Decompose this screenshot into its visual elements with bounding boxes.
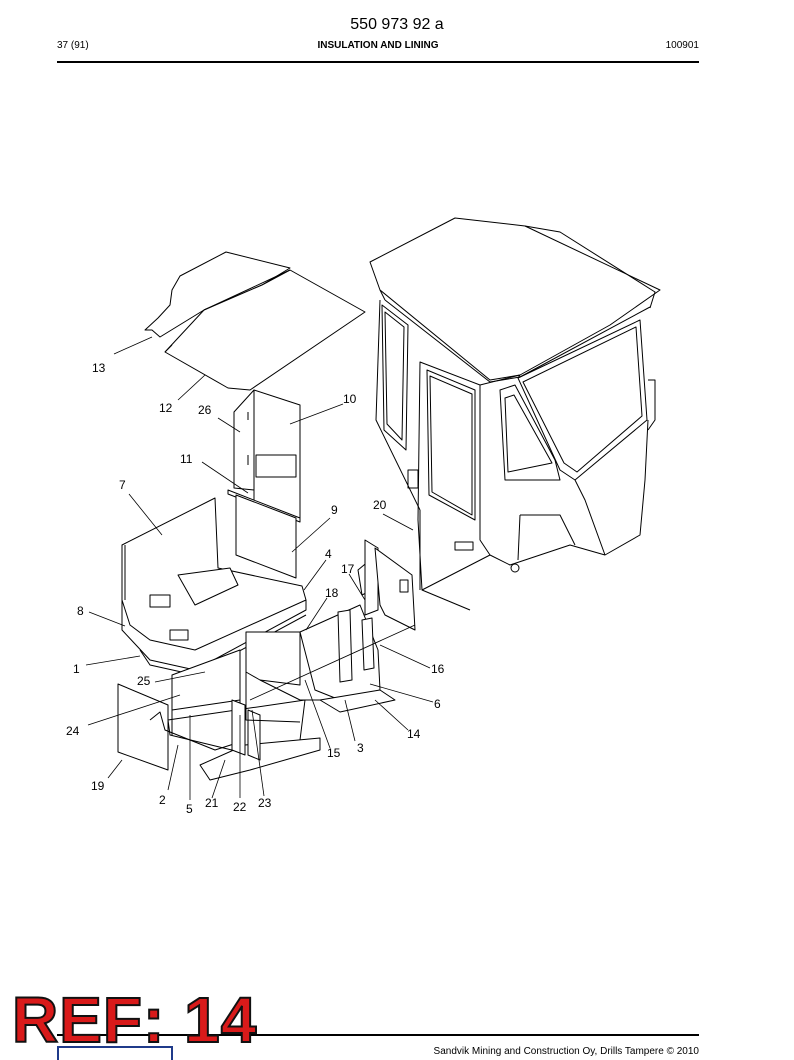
callout-24: 24 xyxy=(66,724,80,738)
callout-10: 10 xyxy=(343,392,357,406)
callout-22: 22 xyxy=(233,800,247,814)
callout-13: 13 xyxy=(92,361,106,375)
callout-1: 1 xyxy=(73,662,80,676)
ref-stamp: REF: 14 xyxy=(11,984,258,1056)
callout-14: 14 xyxy=(407,727,421,741)
header-rule xyxy=(57,61,699,63)
callout-16: 16 xyxy=(431,662,445,676)
cab-illustration xyxy=(369,217,661,611)
document-number: 550 973 92 a xyxy=(350,16,444,33)
callout-6: 6 xyxy=(434,697,441,711)
callout-3: 3 xyxy=(357,741,364,755)
callout-11: 11 xyxy=(180,452,193,466)
callout-4: 4 xyxy=(325,547,332,561)
callout-23: 23 xyxy=(258,796,272,810)
callout-15: 15 xyxy=(327,746,341,760)
callout-26: 26 xyxy=(198,403,212,417)
callout-18: 18 xyxy=(325,586,339,600)
right-console xyxy=(245,539,416,723)
page-indicator: 37 (91) xyxy=(57,40,89,51)
callout-2: 2 xyxy=(159,793,166,807)
date-code: 100901 xyxy=(665,40,699,51)
callout-labels: 13 12 26 10 11 7 9 20 4 17 8 18 1 16 25 … xyxy=(66,361,445,816)
roof-panels xyxy=(144,251,366,391)
callout-21: 21 xyxy=(205,796,219,810)
callout-20: 20 xyxy=(373,498,387,512)
callout-9: 9 xyxy=(331,503,338,517)
page-header: 37 (91) INSULATION AND LINING 100901 xyxy=(57,40,699,56)
callout-12: 12 xyxy=(159,401,173,415)
callout-7: 7 xyxy=(119,478,126,492)
footer-copyright: Sandvik Mining and Construction Oy, Dril… xyxy=(433,1046,699,1057)
rear-panels xyxy=(227,389,301,579)
section-title: INSULATION AND LINING xyxy=(317,40,439,51)
callout-17: 17 xyxy=(341,562,355,576)
callout-5: 5 xyxy=(186,802,193,816)
callout-8: 8 xyxy=(77,604,84,618)
callout-19: 19 xyxy=(91,779,105,793)
footer-rule xyxy=(57,1034,699,1036)
callout-25: 25 xyxy=(137,674,151,688)
lower-console xyxy=(117,649,321,781)
leader-lines xyxy=(85,336,434,800)
